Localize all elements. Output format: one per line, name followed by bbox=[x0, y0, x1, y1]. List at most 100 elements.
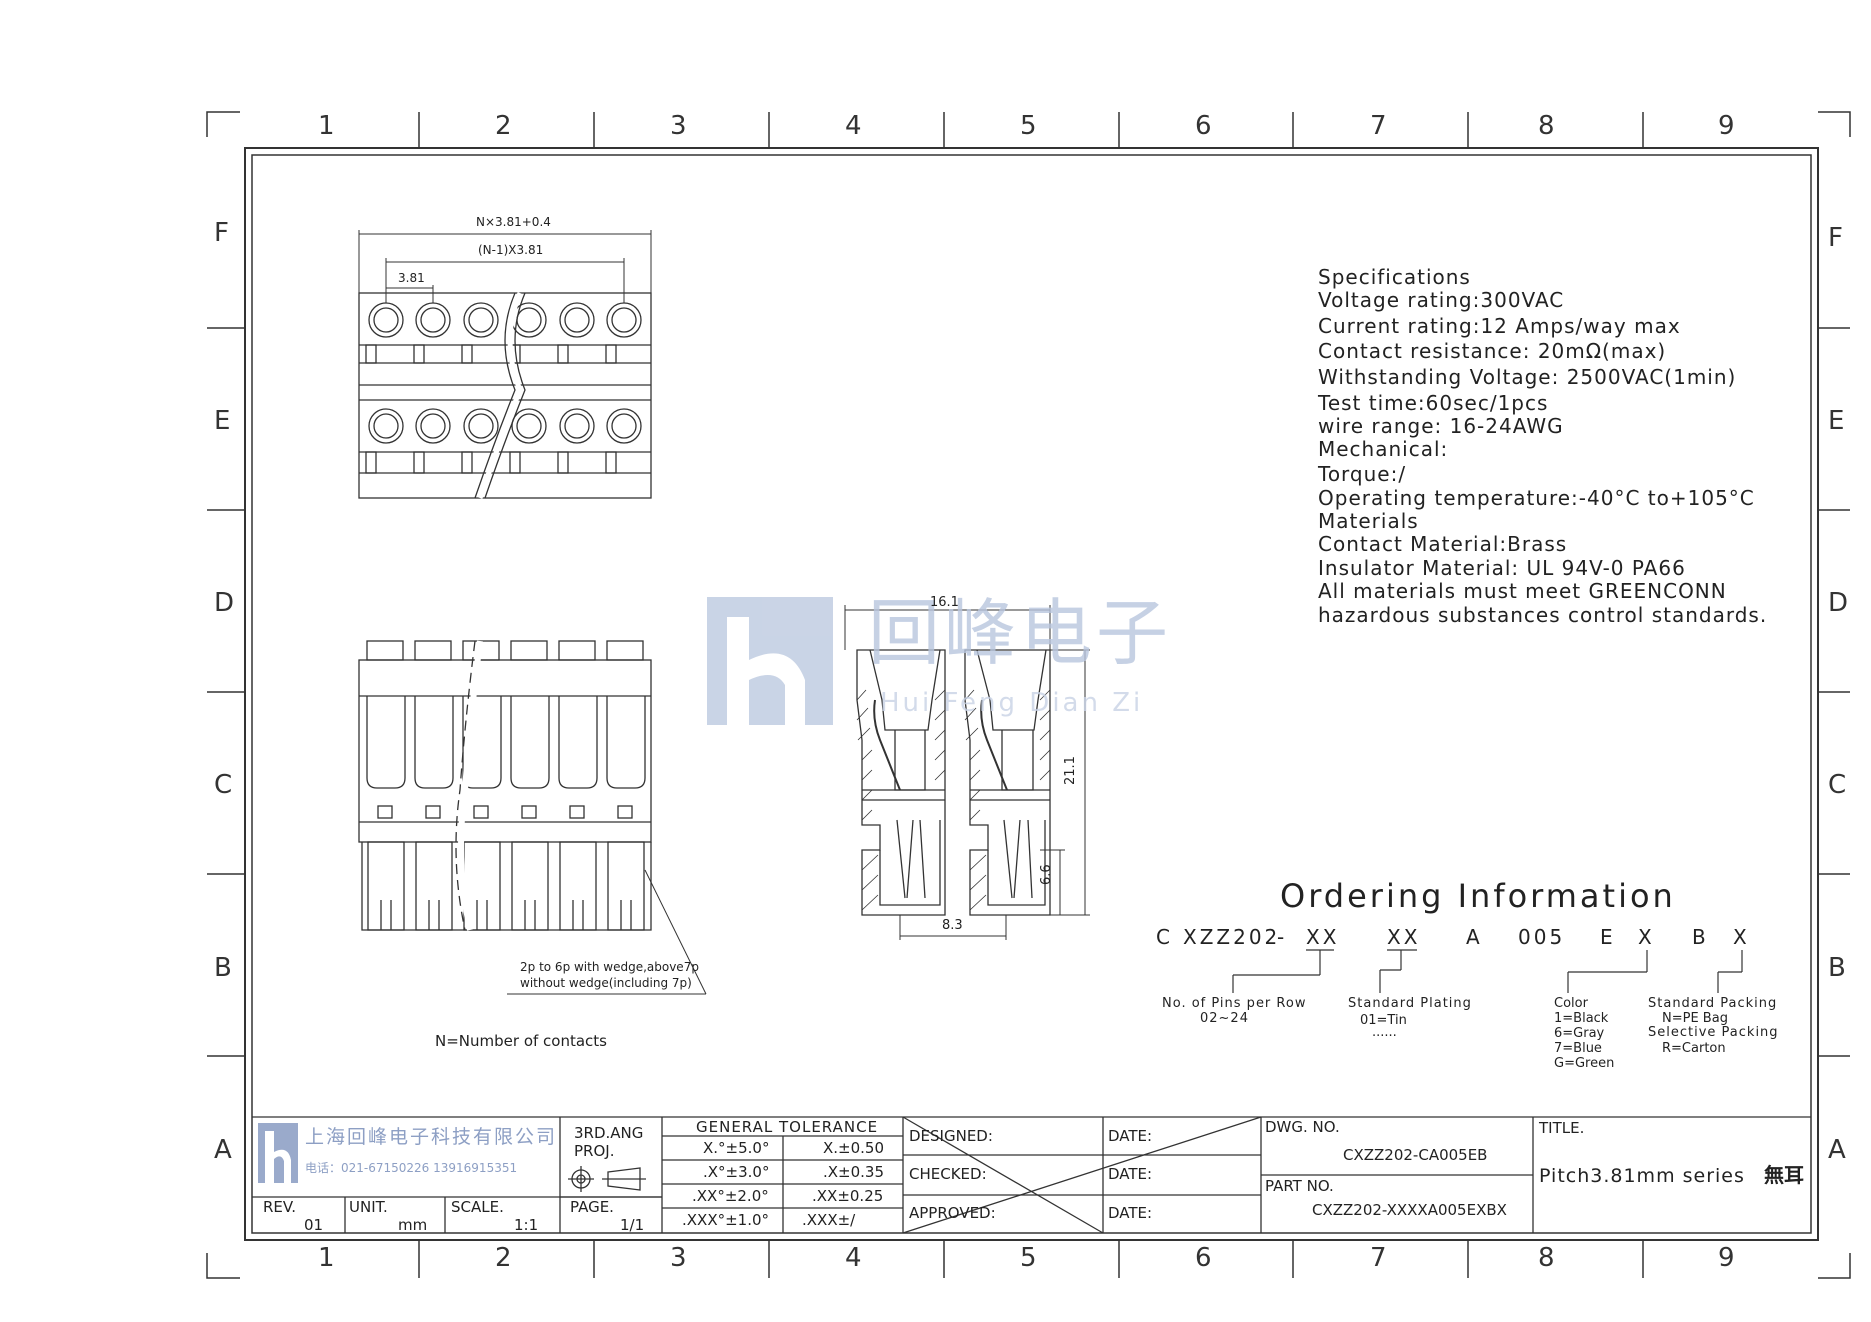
ordering-color-opt-3: 7=Blue bbox=[1554, 1041, 1602, 1056]
grid-row-C: C bbox=[214, 770, 233, 800]
ordering-color-label: Color bbox=[1554, 996, 1588, 1011]
dim-pitch: 3.81 bbox=[398, 271, 425, 285]
dim-side-width: 16.1 bbox=[930, 595, 959, 610]
tol-linear-3: .XX±0.25 bbox=[812, 1187, 884, 1205]
outer-frame bbox=[244, 147, 1819, 1241]
top-view bbox=[358, 230, 652, 499]
top-holes bbox=[368, 302, 642, 444]
spec-green-1: All materials must meet GREENCONN bbox=[1318, 579, 1727, 603]
grid-row-F-right: F bbox=[1828, 223, 1843, 253]
spec-torque: Torque:/ bbox=[1318, 462, 1407, 486]
dim-span: (N-1)X3.81 bbox=[478, 243, 544, 257]
drawing-title-cn: 無耳 bbox=[1764, 1163, 1804, 1187]
ordering-plating-more: ...... bbox=[1372, 1025, 1397, 1040]
grid-row-B: B bbox=[214, 953, 232, 983]
spec-materials: Materials bbox=[1318, 509, 1419, 533]
spec-operating-temp: Operating temperature:-40°C to+105°C bbox=[1318, 486, 1755, 510]
grid-row-E: E bbox=[214, 406, 231, 436]
corner-mark bbox=[206, 1253, 240, 1279]
ordering-packing-opt2: R=Carton bbox=[1662, 1041, 1726, 1056]
unit-value: mm bbox=[398, 1216, 428, 1234]
ordering-code-pins: XX bbox=[1306, 925, 1340, 949]
ordering-color-opt-4: G=Green bbox=[1554, 1056, 1615, 1071]
title-block-lines bbox=[252, 1116, 1811, 1234]
tol-angle-2: .X°±3.0° bbox=[703, 1163, 770, 1181]
spec-current: Current rating:12 Amps/way max bbox=[1318, 314, 1681, 338]
tolerance-title: GENERAL TOLERANCE bbox=[696, 1118, 879, 1136]
ordering-color-opt-1: 1=Black bbox=[1554, 1011, 1609, 1026]
watermark-pinyin: Hui Feng Dian Zi bbox=[880, 688, 1144, 718]
grid-col-8: 8 bbox=[1538, 111, 1555, 141]
title-label: TITLE. bbox=[1539, 1119, 1585, 1137]
drawing-title: Pitch3.81mm series bbox=[1539, 1165, 1745, 1187]
grid-col-5: 5 bbox=[1020, 111, 1037, 141]
scale-value: 1:1 bbox=[514, 1216, 539, 1234]
checked-label: CHECKED: bbox=[909, 1165, 987, 1183]
part-no-label: PART NO. bbox=[1265, 1177, 1334, 1195]
grid-row-C-right: C bbox=[1828, 770, 1847, 800]
grid-col-2-bottom: 2 bbox=[495, 1243, 512, 1273]
grid-col-6-bottom: 6 bbox=[1195, 1243, 1212, 1273]
ordering-plating-label: Standard Plating bbox=[1348, 996, 1472, 1011]
ordering-code-color: X bbox=[1638, 925, 1655, 949]
grid-row-A: A bbox=[214, 1135, 232, 1165]
grid-col-8-bottom: 8 bbox=[1538, 1243, 1555, 1273]
spec-wire-range: wire range: 16-24AWG bbox=[1318, 414, 1564, 438]
tol-angle-4: .XXX°±1.0° bbox=[682, 1211, 770, 1229]
ordering-packing-label2: Selective Packing bbox=[1648, 1025, 1779, 1040]
spec-title: Specifications bbox=[1318, 265, 1471, 289]
column-ticks bbox=[418, 112, 1644, 1278]
grid-row-D-right: D bbox=[1828, 588, 1849, 618]
grid-row-F: F bbox=[214, 218, 229, 248]
grid-row-A-right: A bbox=[1828, 1135, 1846, 1165]
company-name: 上海回峰电子科技有限公司 bbox=[305, 1126, 558, 1148]
grid-col-9-bottom: 9 bbox=[1718, 1243, 1735, 1273]
front-cavities bbox=[366, 696, 646, 819]
tol-linear-2: .X±0.35 bbox=[823, 1163, 885, 1181]
wedge-note-line1: 2p to 6p with wedge,above7p bbox=[520, 960, 699, 974]
ordering-packing-label: Standard Packing bbox=[1648, 996, 1778, 1011]
projection-line2: PROJ. bbox=[574, 1142, 615, 1160]
grid-col-1: 1 bbox=[318, 111, 335, 141]
tol-linear-4: .XXX±/ bbox=[802, 1211, 856, 1229]
ordering-code-c: C bbox=[1156, 925, 1173, 949]
grid-row-E-right: E bbox=[1828, 406, 1845, 436]
spec-mechanical: Mechanical: bbox=[1318, 437, 1449, 461]
ordering-pins-range: 02~24 bbox=[1200, 1011, 1249, 1026]
dwg-no-value: CXZZ202-CA005EB bbox=[1343, 1146, 1488, 1164]
front-view bbox=[358, 640, 707, 995]
spec-test-time: Test time:60sec/1pcs bbox=[1318, 391, 1549, 415]
ordering-title: Ordering Information bbox=[1280, 877, 1676, 915]
side-dimensions bbox=[844, 605, 1090, 940]
spec-withstanding-voltage: Withstanding Voltage: 2500VAC(1min) bbox=[1318, 365, 1737, 389]
rev-value: 01 bbox=[304, 1216, 324, 1234]
ordering-code-dash: - bbox=[1277, 925, 1288, 949]
grid-col-4-bottom: 4 bbox=[845, 1243, 862, 1273]
side-view bbox=[844, 605, 1090, 940]
unit-label: UNIT. bbox=[349, 1198, 388, 1216]
dim-total-width: N×3.81+0.4 bbox=[476, 215, 551, 229]
company-phone: 电话：021-67150226 13916915351 bbox=[305, 1161, 518, 1175]
ordering-code-005: 005 bbox=[1518, 925, 1566, 949]
dim-pin-length: 6.6 bbox=[1039, 864, 1054, 885]
tol-angle-1: X.°±5.0° bbox=[703, 1139, 770, 1157]
grid-col-2: 2 bbox=[495, 111, 512, 141]
watermark-cn-name: 回峰电子 bbox=[868, 591, 1173, 675]
ordering-code-e: E bbox=[1600, 925, 1616, 949]
corner-mark bbox=[1818, 1253, 1851, 1279]
dwg-no-label: DWG. NO. bbox=[1265, 1118, 1340, 1136]
approved-label: APPROVED: bbox=[909, 1204, 996, 1222]
grid-col-3: 3 bbox=[670, 111, 687, 141]
title-block-logo bbox=[258, 1123, 298, 1183]
ordering-leaders bbox=[1232, 949, 1743, 993]
side-hatch bbox=[856, 689, 1051, 911]
date-label-checked: DATE: bbox=[1108, 1165, 1153, 1183]
grid-col-6: 6 bbox=[1195, 111, 1212, 141]
corner-mark bbox=[1818, 111, 1851, 137]
grid-row-B-right: B bbox=[1828, 953, 1846, 983]
dim-side-height: 21.1 bbox=[1063, 756, 1078, 785]
designed-label: DESIGNED: bbox=[909, 1127, 993, 1145]
grid-col-9: 9 bbox=[1718, 111, 1735, 141]
grid-col-7: 7 bbox=[1370, 111, 1387, 141]
ordering-code-a: A bbox=[1466, 925, 1483, 949]
